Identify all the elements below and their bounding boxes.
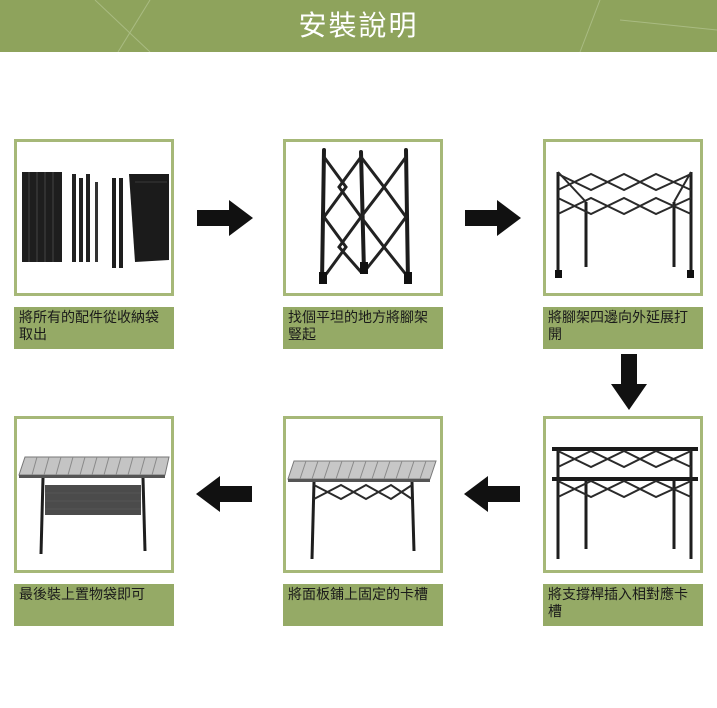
- step-4-caption: 將支撐桿插入相對應卡槽: [543, 584, 703, 626]
- step-5-image: [283, 416, 443, 573]
- step-2-caption: 找個平坦的地方將腳架豎起: [283, 307, 443, 349]
- step-2-image: [283, 139, 443, 296]
- step-3-caption: 將腳架四邊向外延展打開: [543, 307, 703, 349]
- legs-standing-illustration: [319, 148, 412, 284]
- arrow-left-icon: [464, 476, 520, 512]
- arrow-left-icon: [196, 476, 252, 512]
- step-5-caption: 將面板鋪上固定的卡槽: [283, 584, 443, 626]
- step-6-caption: 最後裝上置物袋即可: [14, 584, 174, 626]
- step-1-caption: 將所有的配件從收納袋取出: [14, 307, 174, 349]
- step-3-image: [543, 139, 703, 296]
- arrow-right-icon: [197, 200, 253, 236]
- support-bars-illustration: [552, 447, 698, 559]
- page-title: 安裝說明: [298, 9, 419, 42]
- arrow-right-icon: [465, 200, 521, 236]
- header-decoration: [94, 0, 717, 52]
- step-1-image: [14, 139, 174, 296]
- finished-table-illustration: [18, 456, 170, 555]
- arrow-down-icon: [611, 354, 647, 410]
- frame-extended-illustration: [555, 171, 694, 278]
- step-6-image: [14, 416, 174, 573]
- parts-illustration: [22, 172, 169, 268]
- tabletop-illustration: [287, 460, 437, 560]
- header-banner: 安裝說明: [0, 0, 717, 52]
- step-4-image: [543, 416, 703, 573]
